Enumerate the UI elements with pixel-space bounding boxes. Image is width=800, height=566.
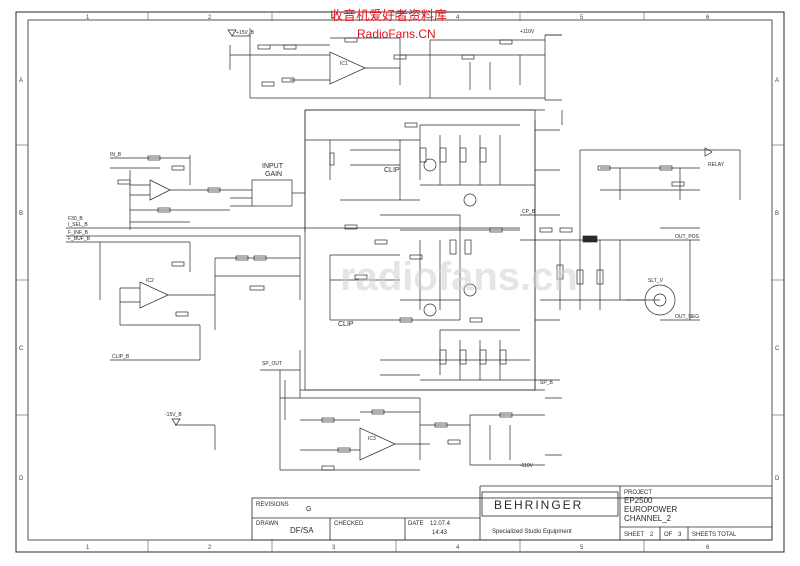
- sheets-total: SHEETS TOTAL: [692, 532, 737, 538]
- label-clip-b: CLIP_B: [112, 354, 130, 360]
- watermark-center: radiofans.cn: [340, 255, 578, 299]
- border-num-1: 1: [86, 15, 90, 21]
- border-num-6: 6: [706, 15, 710, 21]
- circuit-wiring: [66, 28, 741, 471]
- date-label: DATE: [408, 521, 424, 527]
- border-grid: 1 2 3 4 5 6 1 2 3 4 5 6 A B C D A B C D: [16, 12, 784, 552]
- of-value: 3: [678, 532, 682, 538]
- label-out-c: OUT_POS: [675, 234, 700, 240]
- outer-border: [15, 11, 785, 553]
- border-num-4: 4: [456, 15, 460, 21]
- label-in-d: F_BUF_B: [68, 236, 91, 242]
- sheet-label: SHEET: [624, 532, 644, 538]
- border-num-4b: 4: [456, 545, 460, 551]
- label-ic2: IC2: [146, 278, 154, 284]
- label-in-c: F_INF_B: [68, 230, 89, 236]
- label-out-a: CP_B: [522, 209, 536, 215]
- border-num-3b: 3: [332, 545, 336, 551]
- border-letter-b: B: [19, 211, 23, 217]
- drawn-value: DF/SA: [290, 526, 314, 535]
- label-gain: GAIN: [265, 171, 282, 178]
- watermark-title: 收音机爱好者资料库: [330, 8, 447, 24]
- project-channel: CHANNEL_2: [624, 514, 672, 523]
- label-ic3: IC3: [368, 436, 376, 442]
- revision-value: G: [306, 506, 311, 513]
- border-num-5: 5: [580, 15, 584, 21]
- border-letter-a-r: A: [775, 78, 779, 84]
- label-in-b: I_SEL_B: [68, 222, 88, 228]
- border-letter-a: A: [19, 78, 23, 84]
- border-letter-b-r: B: [775, 211, 779, 217]
- brand-logo: BEHRINGER: [494, 498, 583, 512]
- label-clip-1: CLIP: [384, 167, 400, 174]
- label-sense: RELAY: [708, 162, 725, 168]
- project-sub: EUROPOWER: [624, 505, 678, 514]
- label-ic1: IC1: [340, 61, 348, 67]
- label-sp-out: SP_OUT: [262, 361, 282, 367]
- project-value: EP2500: [624, 496, 653, 505]
- revisions-label: REVISIONS: [256, 502, 289, 508]
- checked-label: CHECKED: [334, 521, 364, 527]
- border-num-6b: 6: [706, 545, 710, 551]
- label-clip-2: CLIP: [338, 321, 354, 328]
- title-block: [251, 485, 773, 541]
- watermark-site: RadioFans.CN: [357, 27, 436, 41]
- border-num-5b: 5: [580, 545, 584, 551]
- project-label: PROJECT: [624, 490, 652, 496]
- border-num-1b: 1: [86, 545, 90, 551]
- label-rail-n: -110V: [520, 463, 534, 469]
- border-letter-d: D: [19, 476, 24, 482]
- label-vp: +15V_B: [236, 30, 255, 36]
- border-letter-d-r: D: [775, 476, 780, 482]
- label-out-d: OUT_NEG: [675, 314, 699, 320]
- time-value: 14:43: [432, 530, 448, 536]
- border-letter-c: C: [19, 346, 24, 352]
- drawn-label: DRAWN: [256, 521, 278, 527]
- label-out-b: SP_B: [540, 380, 553, 386]
- brand-tagline: Specialized Studio Equipment: [492, 529, 572, 535]
- label-sleeve: SLT_V: [648, 278, 664, 284]
- border-num-3: 3: [332, 15, 336, 21]
- label-in-a: IN_B: [110, 152, 122, 158]
- border-letter-c-r: C: [775, 346, 780, 352]
- label-input: INPUT: [262, 163, 284, 170]
- label-rail-p: +110V: [520, 29, 535, 35]
- label-in-e: F30_B: [68, 216, 83, 222]
- of-label: OF: [664, 532, 673, 538]
- date-value: 12.07.4: [430, 521, 451, 527]
- border-num-2: 2: [208, 15, 212, 21]
- label-vn: -15V_B: [165, 412, 182, 418]
- sheet-value: 2: [650, 532, 654, 538]
- border-num-2b: 2: [208, 545, 212, 551]
